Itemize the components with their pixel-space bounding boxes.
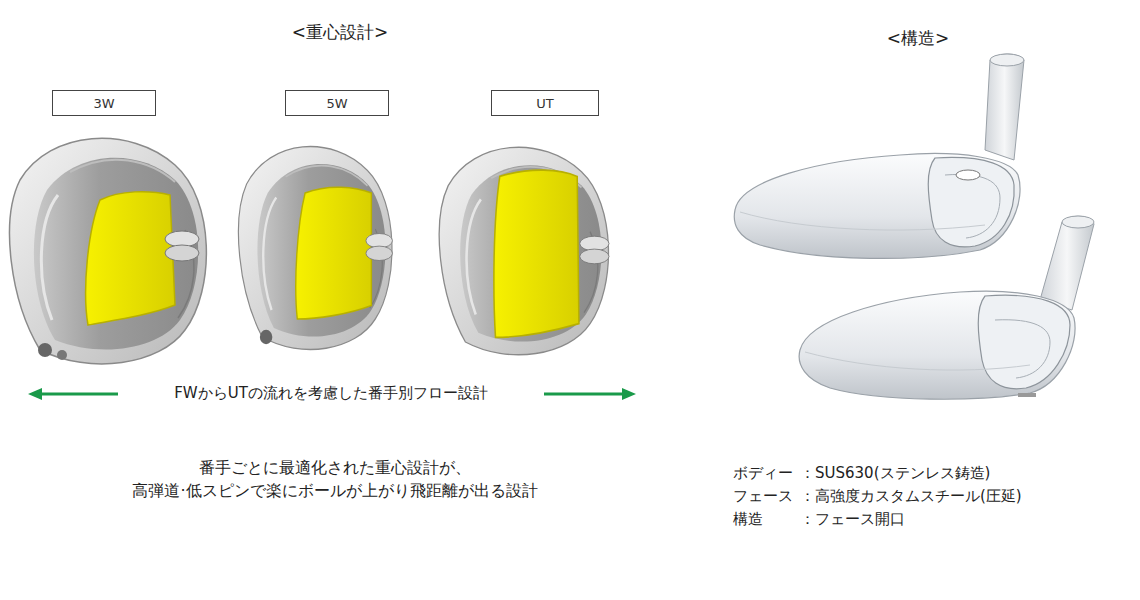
fairway-wood-render [734, 54, 1024, 258]
club-5w [238, 147, 392, 350]
spec-text: 構造 [733, 510, 763, 529]
club-number: UT [536, 96, 553, 111]
caption-text: 高弾道·低スピンで楽にボールが上がり飛距離が出る設計 [132, 481, 537, 501]
club-label-box: UT [491, 90, 599, 116]
section-heading: <重心設計> [292, 22, 389, 43]
caption-text: 番手ごとに最適化された重心設計が、 [199, 458, 471, 478]
utility-render [799, 216, 1094, 399]
spec-text: ：高強度カスタムスチール(圧延) [800, 487, 1022, 506]
spec-text: ボディー [733, 464, 793, 483]
club-label-box: 5W [285, 90, 389, 116]
section-heading: <構造> [887, 28, 950, 49]
club-label-box: 3W [52, 90, 156, 116]
club-3w [10, 138, 207, 364]
club-number: 3W [93, 96, 114, 111]
club-ut [439, 147, 609, 355]
spec-text: ：フェース開口 [800, 510, 905, 529]
spec-text: フェース [733, 487, 793, 506]
club-number: 5W [326, 96, 347, 111]
spec-text: ：SUS630(ステンレス鋳造) [800, 464, 990, 483]
caption-text: FWからUTの流れを考慮した番手別フロー設計 [174, 384, 488, 403]
